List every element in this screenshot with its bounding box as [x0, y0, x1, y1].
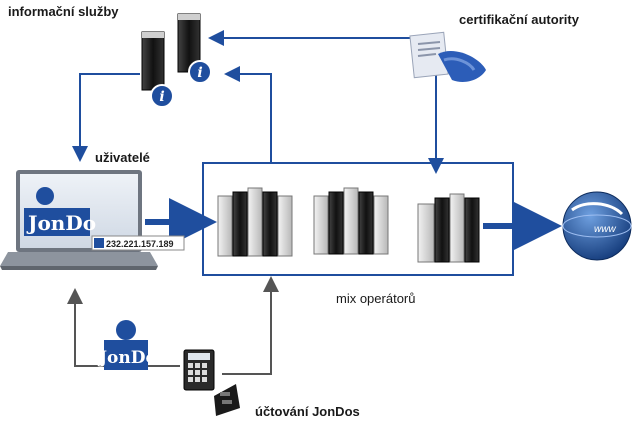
- ip-address: 232.221.157.189: [106, 239, 174, 249]
- info-services-label: informační služby: [8, 4, 119, 19]
- arrow-info-to-users: [72, 73, 140, 162]
- cert-authorities-label: certifikační autority: [459, 12, 579, 27]
- laptop-icon: JonDo 232.221.157.189: [0, 170, 185, 270]
- svg-text:i: i: [159, 89, 164, 105]
- ip-badge: [91, 235, 185, 251]
- arrow-mix-to-info: [224, 66, 272, 163]
- svg-text:i: i: [197, 65, 202, 81]
- mix-server-icon: [217, 187, 293, 257]
- mix-operators-label: mix operátorů: [336, 291, 416, 306]
- globe-text: www: [594, 224, 616, 235]
- calculator-icon: [183, 349, 240, 416]
- laptop-brand: JonDo: [26, 211, 96, 235]
- mix-server-icon: [417, 193, 480, 263]
- users-label: uživatelé: [95, 150, 150, 165]
- arrow-accounting-to-mix: [222, 276, 279, 375]
- accounting-label: účtování JonDos: [255, 404, 360, 419]
- info-servers: i i: [141, 13, 212, 108]
- mix-server-icon: [313, 187, 389, 255]
- person-brand: JonDos: [97, 348, 166, 368]
- certificate-icon: [409, 31, 486, 82]
- person-icon: JonDos: [97, 320, 166, 370]
- info-icon: [150, 84, 174, 108]
- info-icon: [188, 60, 212, 84]
- globe-icon: www: [562, 191, 632, 261]
